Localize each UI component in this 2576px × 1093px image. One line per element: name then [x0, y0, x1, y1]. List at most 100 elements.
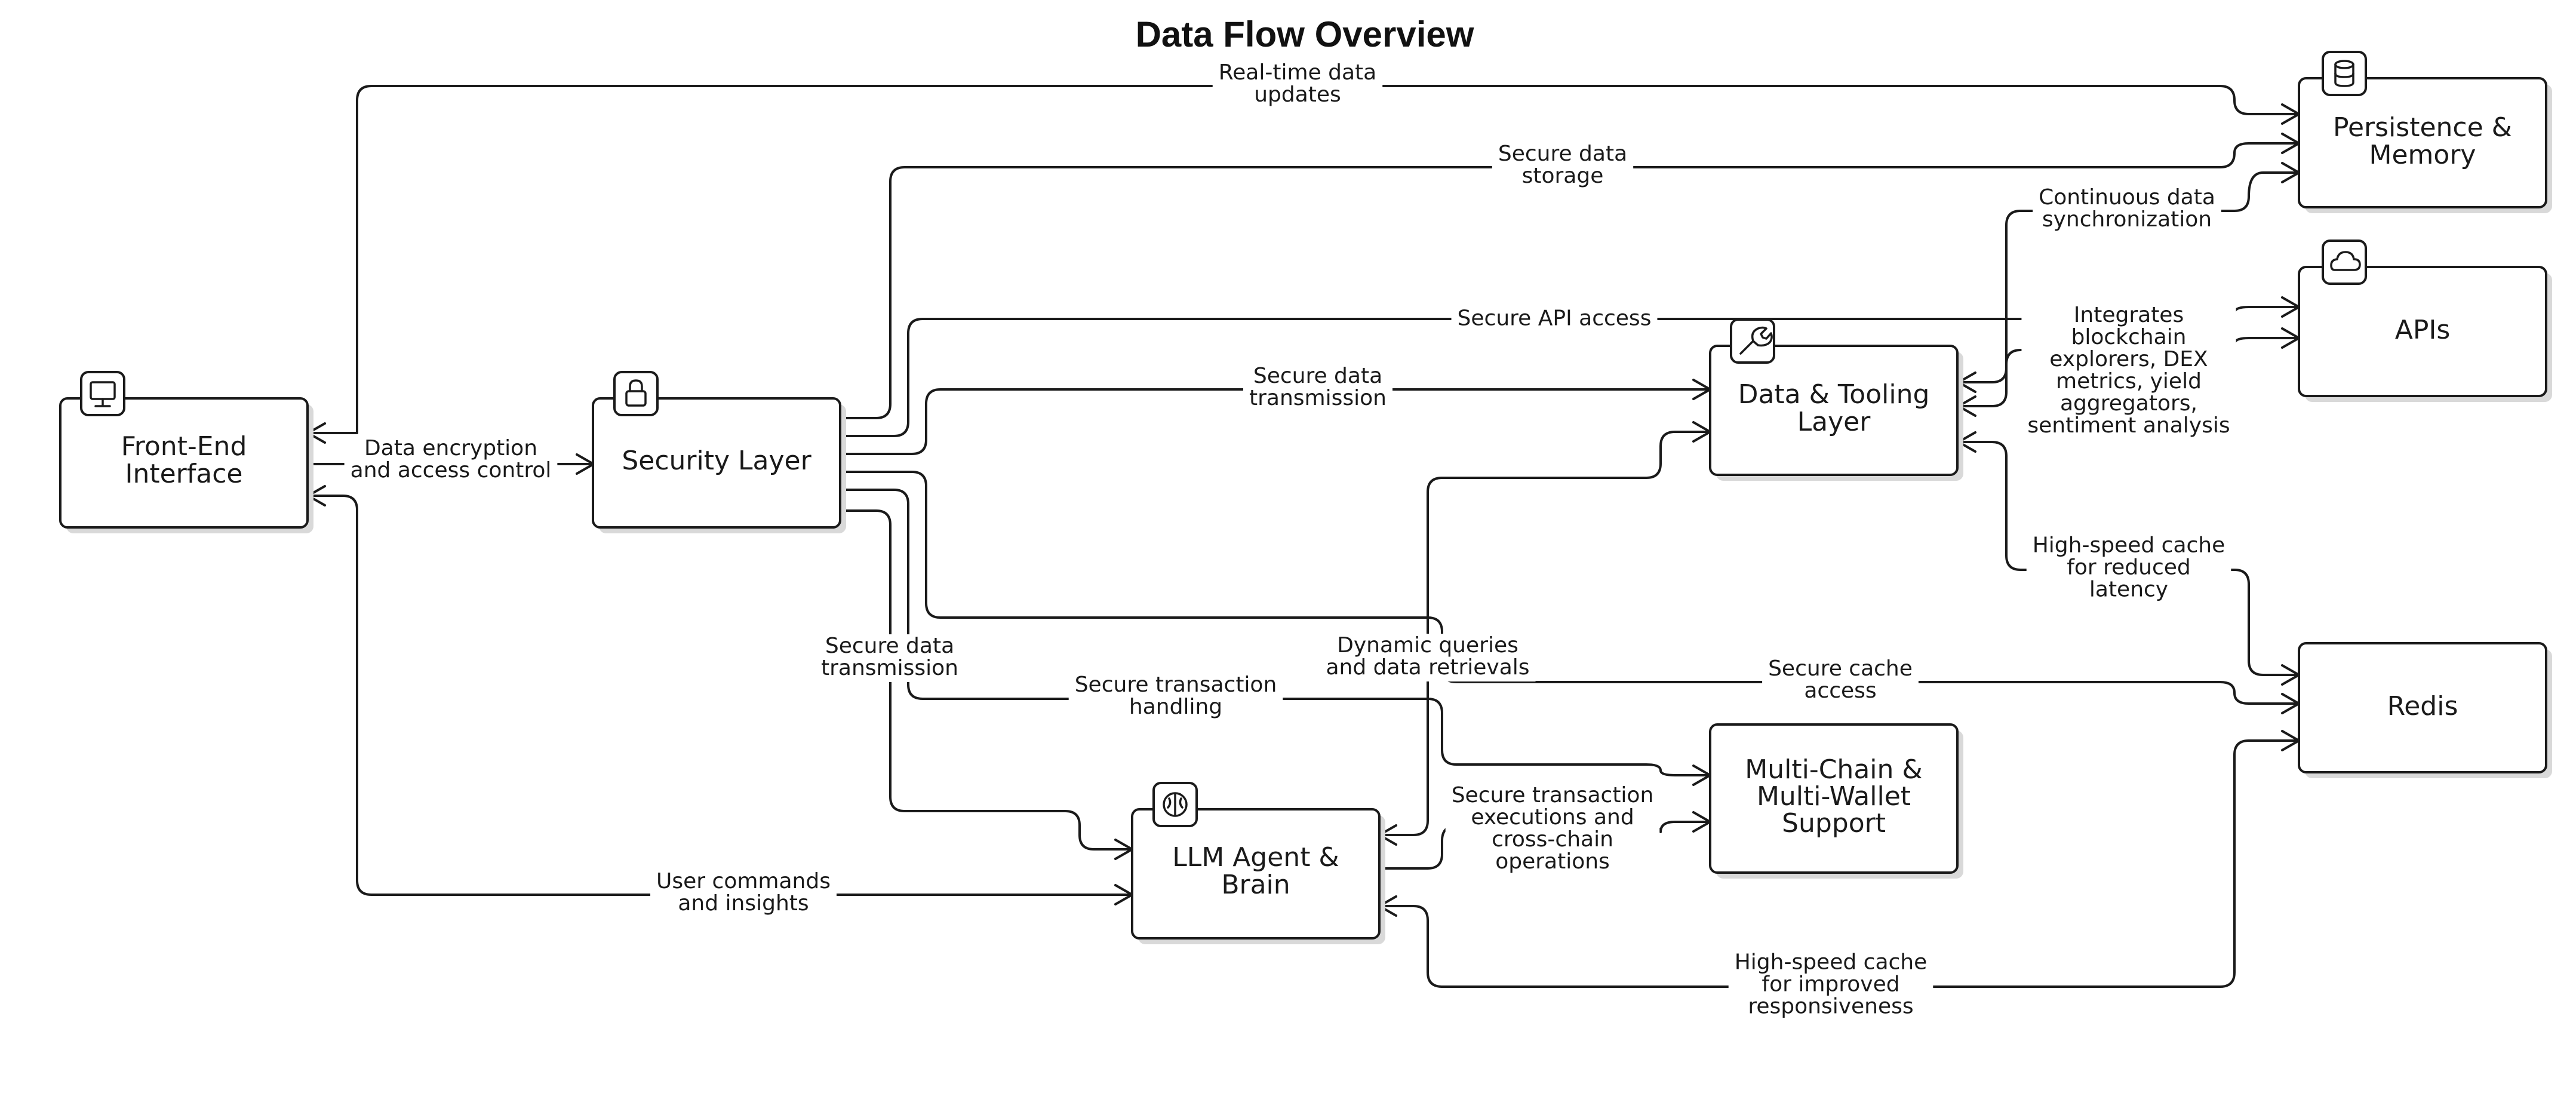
edge-security-redis — [839, 471, 2299, 705]
cloud-icon — [2322, 240, 2367, 285]
edge-security-persistence — [839, 142, 2299, 419]
monitor-icon — [80, 371, 125, 416]
edge-label-line: transmission — [821, 656, 958, 680]
edge-label-background — [2026, 533, 2231, 604]
edge-label-line: cross-chain — [1492, 827, 1613, 852]
edge-label-line: High-speed cache — [2033, 533, 2225, 558]
database-icon — [2322, 51, 2367, 96]
edge-label-background — [344, 437, 558, 484]
edge-label-background — [1445, 784, 1660, 876]
edge-label-line: responsiveness — [1748, 994, 1913, 1019]
edge-frontend-llm — [306, 495, 1132, 896]
edge-label-background — [650, 870, 837, 917]
edge-tooling-apis — [1957, 337, 2299, 407]
edge-label-line: metrics, yield — [2056, 369, 2202, 394]
edge-frontend-persistence — [306, 85, 2299, 434]
edge-label-line: User commands — [656, 869, 831, 894]
edge-label-line: handling — [1129, 695, 1222, 719]
node-label: LLM Agent & — [1172, 842, 1339, 873]
node-label: Layer — [1797, 407, 1871, 437]
edge-label-line: storage — [1522, 164, 1604, 188]
node-llm-agent-brain[interactable]: LLM Agent & Brain — [1131, 782, 1385, 944]
edge-label-background — [1728, 950, 1933, 1021]
node-security-layer[interactable]: Security Layer — [592, 371, 846, 533]
edge-label-background — [1762, 657, 1919, 705]
edge-llm-tooling — [1378, 431, 1710, 836]
edge-label-line: and insights — [678, 891, 809, 916]
node-label: Memory — [2369, 140, 2476, 170]
edge-label-line: aggregators, — [2060, 391, 2197, 416]
edge-label-background — [1212, 61, 1383, 109]
nodes-layer: Front-End Interface Security Layer — [59, 51, 2552, 944]
lock-icon — [613, 371, 659, 416]
edge-label-line: executions and — [1471, 805, 1634, 830]
edge-label-line: Secure data — [825, 634, 954, 658]
edge-label-line: blockchain — [2071, 325, 2186, 349]
node-data-tooling-layer[interactable]: Data & Tooling Layer — [1709, 318, 1963, 481]
node-label: APIs — [2395, 315, 2451, 345]
edge-label-line: for reduced — [2067, 555, 2191, 580]
edge-label-line: synchronization — [2042, 207, 2212, 232]
node-multichain-multiwallet-support[interactable]: Multi-Chain & Multi-Wallet Support — [1709, 723, 1963, 879]
node-persistence-memory[interactable]: Persistence & Memory — [2298, 51, 2552, 213]
node-label: Support — [1782, 808, 1886, 839]
edge-label-line: Secure API access — [1458, 306, 1652, 331]
edge-security-apis — [839, 306, 2299, 437]
edge-label-line: explorers, DEX — [2049, 347, 2208, 372]
node-label: Front-End — [121, 431, 247, 462]
edge-label-line: Secure data — [1253, 364, 1382, 388]
edge-security-tooling — [839, 388, 1710, 455]
node-label: Persistence & — [2333, 112, 2512, 143]
node-label: Multi-Chain & — [1745, 754, 1922, 785]
edge-label-line: sentiment analysis — [2027, 413, 2230, 438]
edge-label-line: Secure cache — [1768, 656, 1913, 681]
edge-label-line: Integrates — [2074, 303, 2184, 327]
edge-label-secure-api: Secure API access — [1451, 306, 1658, 333]
diagram-title: Data Flow Overview — [1136, 14, 1474, 54]
node-label: Redis — [2387, 691, 2458, 721]
edge-label-line: and data retrievals — [1326, 655, 1529, 680]
brain-icon — [1152, 782, 1198, 827]
edge-label-background — [815, 634, 964, 682]
edge-label-line: Real-time data — [1219, 60, 1376, 85]
edge-label-line: for improved — [1762, 972, 1899, 997]
edge-label-background — [1451, 306, 1658, 333]
node-label: Multi-Wallet — [1757, 781, 1911, 812]
node-redis[interactable]: Redis — [2298, 642, 2552, 778]
edge-label-background — [2033, 186, 2221, 234]
edge-tooling-persistence — [1957, 171, 2299, 383]
edge-label-background — [1068, 673, 1283, 721]
edge-security-multichain — [839, 489, 1710, 776]
edge-security-llm — [839, 509, 1132, 851]
node-apis[interactable]: APIs — [2298, 240, 2552, 402]
edge-label-line: and access control — [351, 458, 552, 483]
node-label: Interface — [125, 459, 243, 489]
edge-label-line: access — [1804, 678, 1876, 703]
wrench-icon — [1730, 318, 1775, 364]
edge-label-line: operations — [1495, 849, 1610, 874]
edge-label-background — [1243, 364, 1392, 412]
edge-label-line: Data encryption — [364, 436, 537, 460]
edge-label-line: Secure transaction — [1452, 783, 1654, 808]
edge-label-line: Secure data — [1498, 142, 1627, 166]
edge-label-line: Secure transaction — [1075, 673, 1277, 697]
node-frontend-interface[interactable]: Front-End Interface — [59, 371, 313, 533]
edge-label-background — [1492, 142, 1634, 190]
node-label: Brain — [1221, 870, 1290, 900]
node-label: Data & Tooling — [1738, 379, 1930, 410]
edge-label-background — [1320, 634, 1536, 681]
